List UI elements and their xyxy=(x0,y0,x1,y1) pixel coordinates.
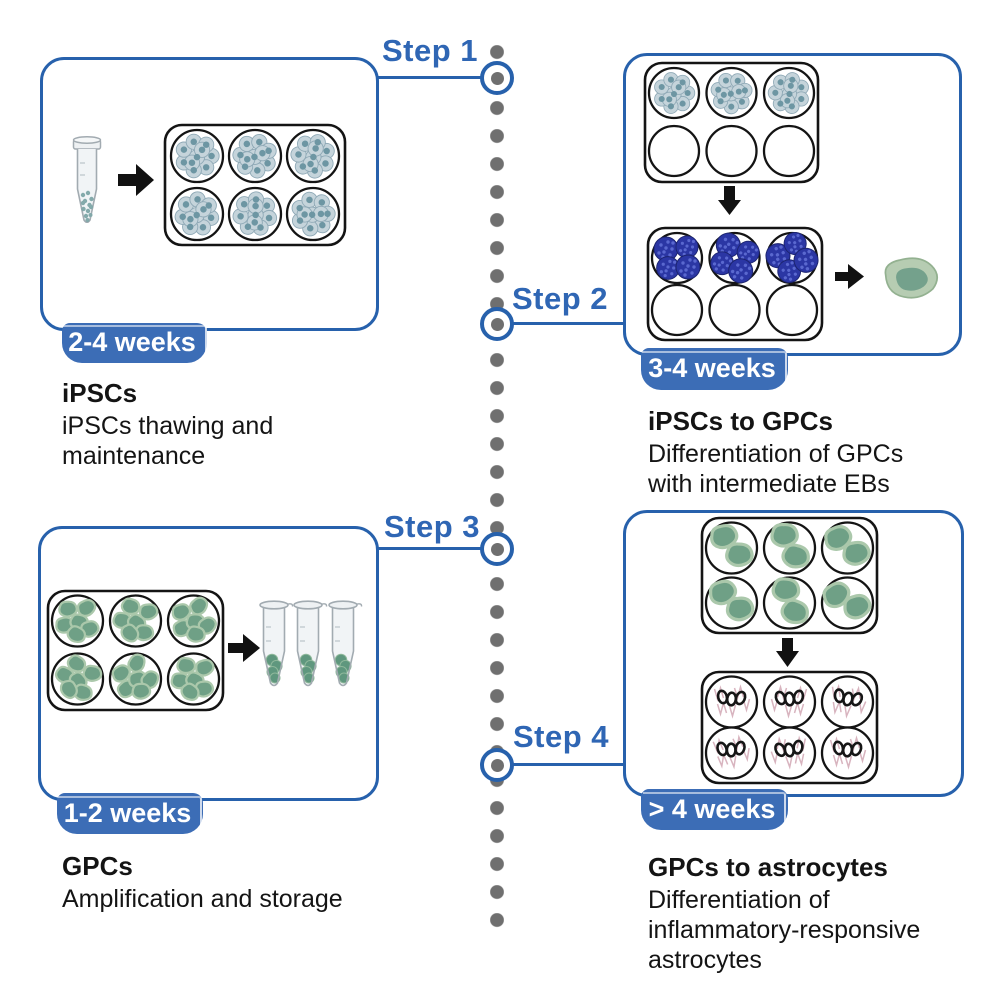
step1-description: iPSCs thawing and maintenance xyxy=(62,412,274,470)
step2-title: iPSCs to GPCs xyxy=(648,406,833,436)
timeline-node-dot xyxy=(490,317,504,331)
arrow-down-icon xyxy=(776,638,799,667)
step1-title: iPSCs xyxy=(62,378,138,408)
step3-duration: 1-2 weeks xyxy=(57,795,203,832)
step3-panel xyxy=(38,526,379,801)
timeline-node-dot xyxy=(490,71,504,85)
step2-duration: 3-4 weeks xyxy=(642,351,787,387)
connector-step2 xyxy=(512,322,626,325)
step4-title: GPCs to astrocytes xyxy=(648,852,888,882)
timeline-node-step2 xyxy=(480,307,514,341)
connector-step3 xyxy=(372,547,482,550)
step1-label: Step 1 xyxy=(381,33,478,68)
timeline-node-dot xyxy=(490,758,504,772)
gpc-cell-icon xyxy=(884,257,939,299)
step4-panel xyxy=(623,510,964,797)
six-well-plate-ipsc-colonies-icon xyxy=(163,123,347,247)
step3-title: GPCs xyxy=(62,851,133,881)
step2-duration-badge: 3-4 weeks xyxy=(641,348,788,390)
step3-illustration xyxy=(41,589,363,792)
arrow-down-icon xyxy=(718,186,741,215)
six-well-plate-embryoid-bodies-icon xyxy=(646,226,824,342)
step3-caption: GPCs Amplification and storage xyxy=(62,851,392,914)
step4-label: Step 4 xyxy=(513,719,610,754)
timeline-node-step3 xyxy=(480,532,514,566)
six-well-plate-ipsc-top-row-icon xyxy=(643,61,820,184)
cryotubes-with-pellets-icon xyxy=(259,600,363,687)
step3-label: Step 3 xyxy=(383,509,480,544)
six-well-plate-gpc-pairs-icon xyxy=(700,516,879,635)
step1-caption: iPSCs iPSCs thawing and maintenance xyxy=(62,378,392,471)
connector-step1 xyxy=(372,76,482,79)
timeline-node-step4 xyxy=(480,748,514,782)
step4-duration-badge: > 4 weeks xyxy=(641,789,788,830)
connector-step4 xyxy=(512,763,626,766)
arrow-right-icon xyxy=(228,634,260,662)
step2-illustration xyxy=(643,61,939,342)
step1-duration: 2-4 weeks xyxy=(62,325,207,361)
step2-panel xyxy=(623,53,962,356)
arrow-right-icon xyxy=(118,164,154,196)
timeline-dotted-line xyxy=(490,45,504,941)
cryovial-icon xyxy=(72,136,102,224)
arrow-right-icon xyxy=(835,264,864,289)
step4-description: Differentiation of inflammatory-responsi… xyxy=(648,886,921,974)
step2-caption: iPSCs to GPCs Differentiation of GPCs wi… xyxy=(648,406,978,499)
timeline-node-step1 xyxy=(480,61,514,95)
step3-description: Amplification and storage xyxy=(62,885,343,913)
six-well-plate-astrocytes-icon xyxy=(700,670,879,785)
step2-description: Differentiation of GPCs with intermediat… xyxy=(648,440,904,498)
step2-label: Step 2 xyxy=(512,281,609,316)
six-well-plate-gpc-clusters-icon xyxy=(46,589,225,712)
timeline-node-dot xyxy=(490,542,504,556)
step1-duration-badge: 2-4 weeks xyxy=(62,323,207,363)
step1-illustration xyxy=(72,123,347,247)
step4-duration: > 4 weeks xyxy=(642,791,787,828)
step3-duration-badge: 1-2 weeks xyxy=(57,793,203,834)
step4-caption: GPCs to astrocytes Differentiation of in… xyxy=(648,852,978,975)
step1-panel xyxy=(40,57,379,331)
step4-illustration xyxy=(700,516,879,785)
